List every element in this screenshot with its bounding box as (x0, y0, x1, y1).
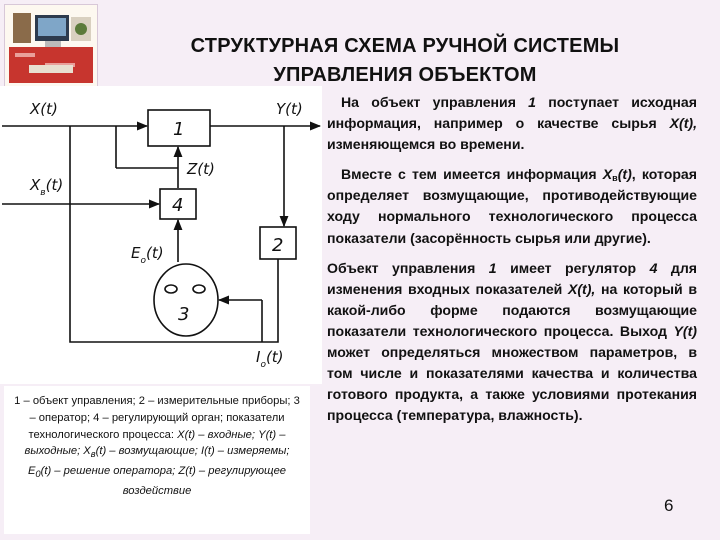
diagram-caption: 1 – объект управления; 2 – измерительные… (4, 386, 310, 534)
control-system-diagram: X(t) Y(t) Z(t) Xв(t) Eо(t) Iо(t) 1 2 4 3 (0, 86, 322, 384)
block-1-number: 1 (173, 119, 184, 140)
measurement-return-line (69, 126, 279, 343)
label-e0: Eо(t) (131, 244, 164, 266)
operator-face-icon (153, 263, 219, 337)
block-3-number: 3 (178, 304, 189, 325)
body-text: На объект управления 1 поступает исходна… (327, 92, 697, 435)
block-2-number: 2 (272, 235, 283, 256)
title-line-1: СТРУКТУРНАЯ СХЕМА РУЧНОЙ СИСТЕМЫ (190, 35, 620, 57)
label-xv: Xв(t) (29, 176, 63, 198)
label-y: Y(t) (276, 100, 303, 118)
paragraph-1: На объект управления 1 поступает исходна… (327, 94, 697, 153)
page-number: 6 (664, 496, 674, 515)
paragraph-3: Объект управления 1 имеет регулятор 4 дл… (327, 259, 697, 424)
logo-image (4, 4, 98, 88)
block-4-number: 4 (172, 195, 183, 216)
paragraph-2: Вместе с тем имеется информация Xв(t), к… (327, 166, 697, 246)
label-i0: Iо(t) (256, 348, 284, 370)
slide-title: СТРУКТУРНАЯ СХЕМА РУЧНОЙ СИСТЕМЫ УПРАВЛЕ… (110, 32, 700, 90)
title-line-2: УПРАВЛЕНИЯ ОБЪЕКТОМ (273, 64, 537, 86)
label-x: X(t) (29, 100, 58, 118)
label-z: Z(t) (186, 160, 215, 178)
